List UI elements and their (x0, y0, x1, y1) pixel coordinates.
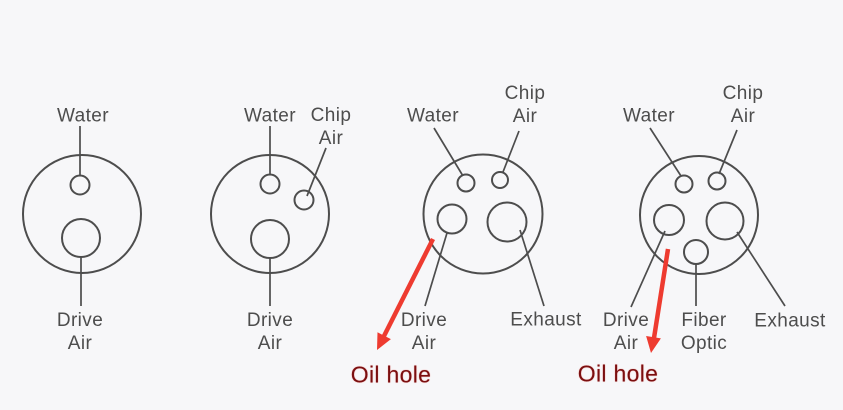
drive-air-leader-line (424, 232, 448, 307)
water-port-hole (259, 173, 281, 195)
fiber-optic-port-hole (683, 239, 709, 265)
water-port-hole (69, 174, 91, 196)
water-port-hole (674, 174, 694, 194)
oil-hole-arrow-head (646, 336, 661, 353)
chip-air-label: Chip Air (722, 83, 764, 127)
water-port-hole (456, 173, 476, 193)
oil-hole-arrow (377, 237, 436, 350)
oil-hole-arrow-shaft (381, 237, 436, 338)
exhaust-label: Exhaust (754, 310, 826, 332)
drive-air-leader-line (630, 230, 666, 308)
drive-air-label: Drive Air (602, 310, 650, 354)
oil-hole-arrow-shaft (651, 248, 671, 339)
exhaust-port-hole (486, 201, 528, 243)
exhaust-port-hole (705, 201, 745, 241)
connector-diagram-3 (377, 127, 545, 350)
connector-diagram-1 (22, 126, 142, 306)
connector-diagram-2 (210, 126, 330, 306)
water-leader-line (649, 127, 682, 177)
drive-air-port-hole (250, 219, 290, 259)
drive-air-label: Drive Air (400, 310, 448, 354)
chip-air-port-hole (293, 189, 315, 211)
connector-outline (422, 153, 544, 275)
water-label: Water (244, 105, 296, 127)
chip-air-port-hole (491, 171, 509, 189)
oil-hole-arrow (646, 248, 671, 353)
fiber-optic-label: Fiber Optic (680, 310, 728, 354)
chip-air-leader-line (718, 129, 738, 175)
exhaust-label: Exhaust (510, 309, 582, 331)
drive-air-port-hole (436, 203, 468, 235)
chip-air-leader-line (306, 147, 327, 197)
exhaust-leader-line (519, 229, 545, 307)
oil-hole-annotation: Oil hole (577, 360, 659, 387)
connector-outline (22, 154, 142, 274)
drive-air-label: Drive Air (246, 310, 294, 354)
water-label: Water (623, 105, 675, 127)
drive-air-port-hole (61, 218, 101, 258)
connector-diagram-4 (630, 127, 786, 353)
oil-hole-annotation: Oil hole (350, 361, 432, 388)
water-leader-line (433, 127, 464, 177)
chip-air-port-hole (707, 171, 727, 191)
chip-air-label: Chip Air (504, 83, 546, 127)
water-label: Water (407, 105, 459, 127)
oil-hole-arrow-head (377, 332, 391, 350)
drive-air-port-hole (653, 204, 685, 236)
drive-air-label: Drive Air (56, 310, 104, 354)
exhaust-leader-line (736, 231, 786, 307)
water-label: Water (57, 105, 109, 127)
chip-air-label: Chip Air (310, 105, 352, 149)
chip-air-leader-line (502, 130, 520, 173)
connector-outline (639, 155, 759, 275)
